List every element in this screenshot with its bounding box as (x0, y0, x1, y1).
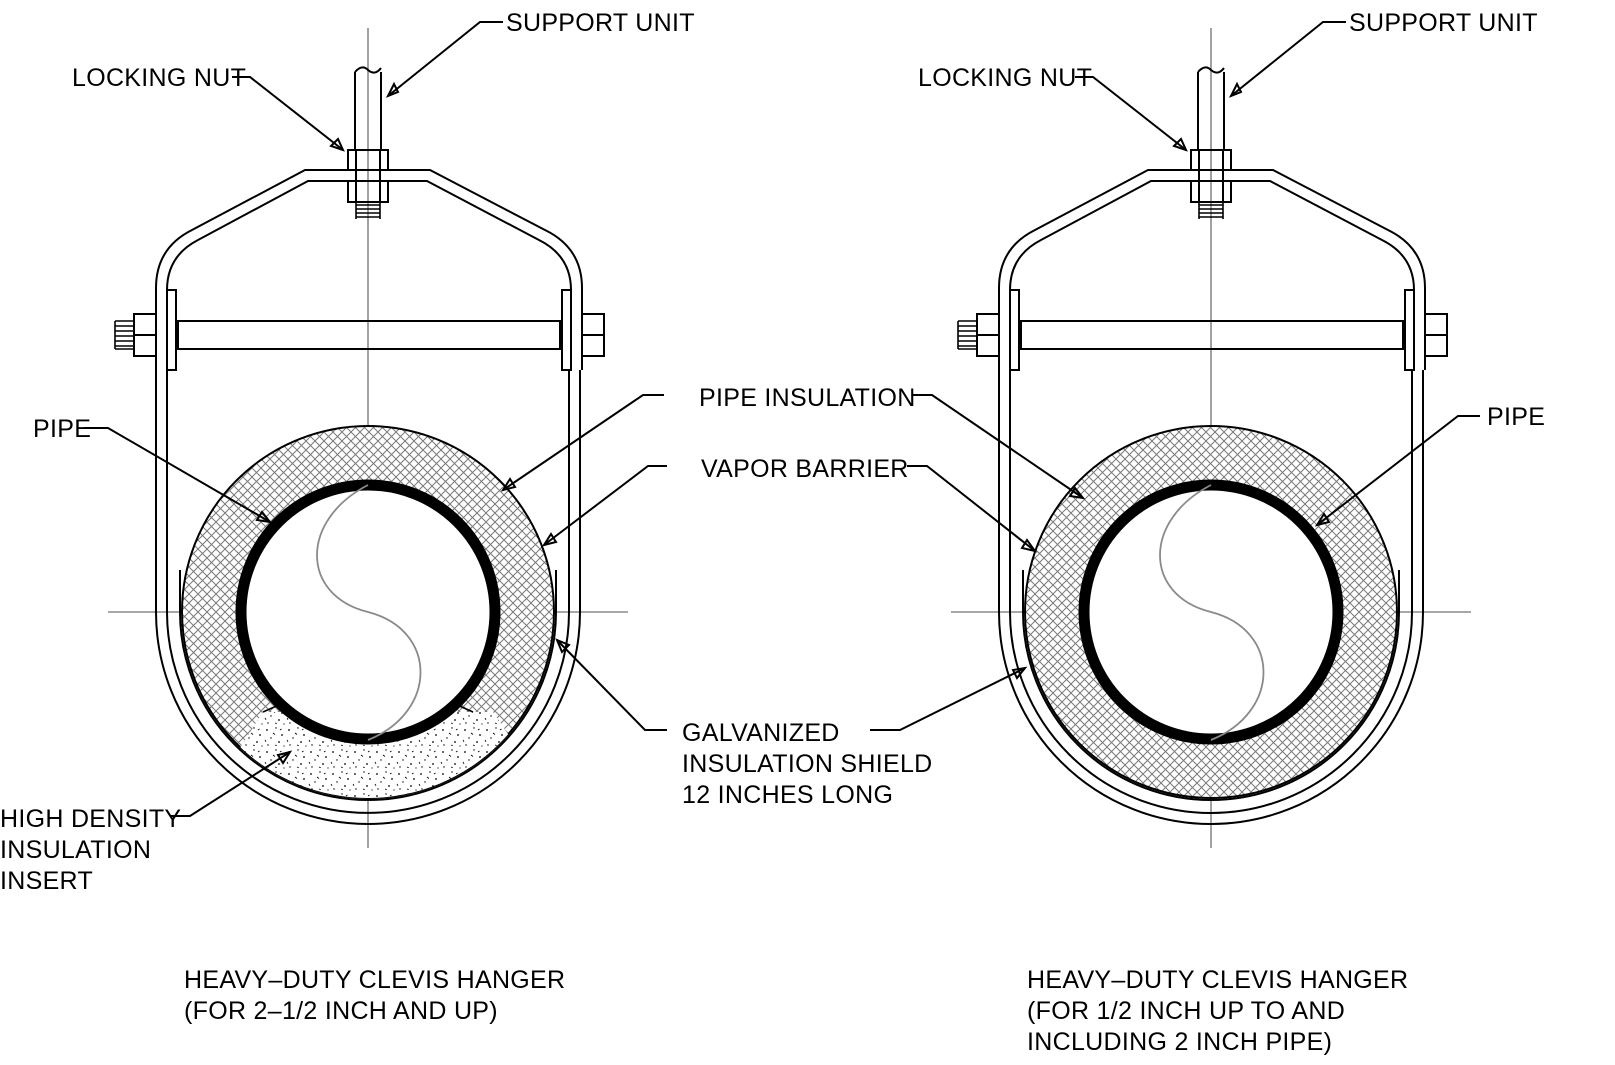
leader-right-pipe (1316, 415, 1480, 526)
label-galvanized-line3: 12 INCHES LONG (682, 781, 893, 809)
caption-right-line3: INCLUDING 2 INCH PIPE) (1027, 1028, 1332, 1056)
label-left-pipe: PIPE (33, 415, 91, 443)
label-left-locking-nut: LOCKING NUT (72, 64, 246, 92)
label-group: SUPPORT UNIT LOCKING NUT PIPE PIPE INSUL… (0, 9, 1545, 1056)
leader-left-support-unit (387, 21, 503, 97)
leader-left-pipe (84, 427, 271, 523)
right-clevis-strap-outer (998, 169, 1426, 370)
right-support-rod (1197, 66, 1225, 150)
left-cross-bolt (114, 289, 605, 371)
right-hanger-assembly (951, 28, 1471, 848)
leader-right-locking-nut (1075, 76, 1187, 151)
left-support-rod (354, 66, 382, 150)
left-hanger-assembly (108, 28, 628, 848)
label-insert-line3: INSERT (0, 867, 93, 895)
right-pipe-break-mark (1159, 484, 1265, 741)
label-galvanized-line2: INSULATION SHIELD (682, 750, 933, 778)
right-locking-nut (1190, 149, 1232, 219)
right-galvanized-shield (1022, 570, 1400, 801)
leader-right-galvanized (870, 667, 1026, 731)
caption-left-line2: (FOR 2–1/2 INCH AND UP) (184, 997, 498, 1025)
label-right-support-unit: SUPPORT UNIT (1349, 9, 1538, 37)
label-right-pipe: PIPE (1487, 403, 1545, 431)
leader-right-vapor-barrier (907, 465, 1036, 552)
left-clevis-strap-outer (155, 169, 583, 370)
label-insert-line2: INSULATION (0, 836, 151, 864)
label-galvanized-line1: GALVANIZED (682, 719, 840, 747)
left-pipe-break-mark (316, 484, 422, 741)
leader-lines (84, 21, 1480, 817)
leader-right-support-unit (1230, 21, 1346, 97)
caption-left-line1: HEAVY–DUTY CLEVIS HANGER (184, 966, 565, 994)
leader-left-vapor-barrier (543, 465, 667, 546)
left-locking-nut (347, 149, 389, 219)
right-strap-lower-inner (1009, 370, 1413, 814)
label-left-support-unit: SUPPORT UNIT (506, 9, 695, 37)
leader-right-pipe-insulation (912, 394, 1084, 499)
label-vapor-barrier: VAPOR BARRIER (701, 455, 909, 483)
label-insert-line1: HIGH DENSITY (0, 805, 181, 833)
leader-insert (170, 751, 291, 817)
leader-left-locking-nut (232, 76, 344, 151)
left-strap-lower-inner (166, 370, 570, 814)
left-galvanized-shield (179, 570, 557, 801)
leader-left-pipe-insulation (502, 394, 664, 491)
right-strap-lower-outer (998, 370, 1424, 825)
label-pipe-insulation: PIPE INSULATION (699, 384, 916, 412)
caption-right-line1: HEAVY–DUTY CLEVIS HANGER (1027, 966, 1408, 994)
right-cross-bolt (957, 289, 1448, 371)
label-right-locking-nut: LOCKING NUT (918, 64, 1092, 92)
caption-right-line2: (FOR 1/2 INCH UP TO AND (1027, 997, 1345, 1025)
left-strap-lower-outer (155, 370, 581, 825)
leader-left-galvanized (556, 639, 667, 731)
